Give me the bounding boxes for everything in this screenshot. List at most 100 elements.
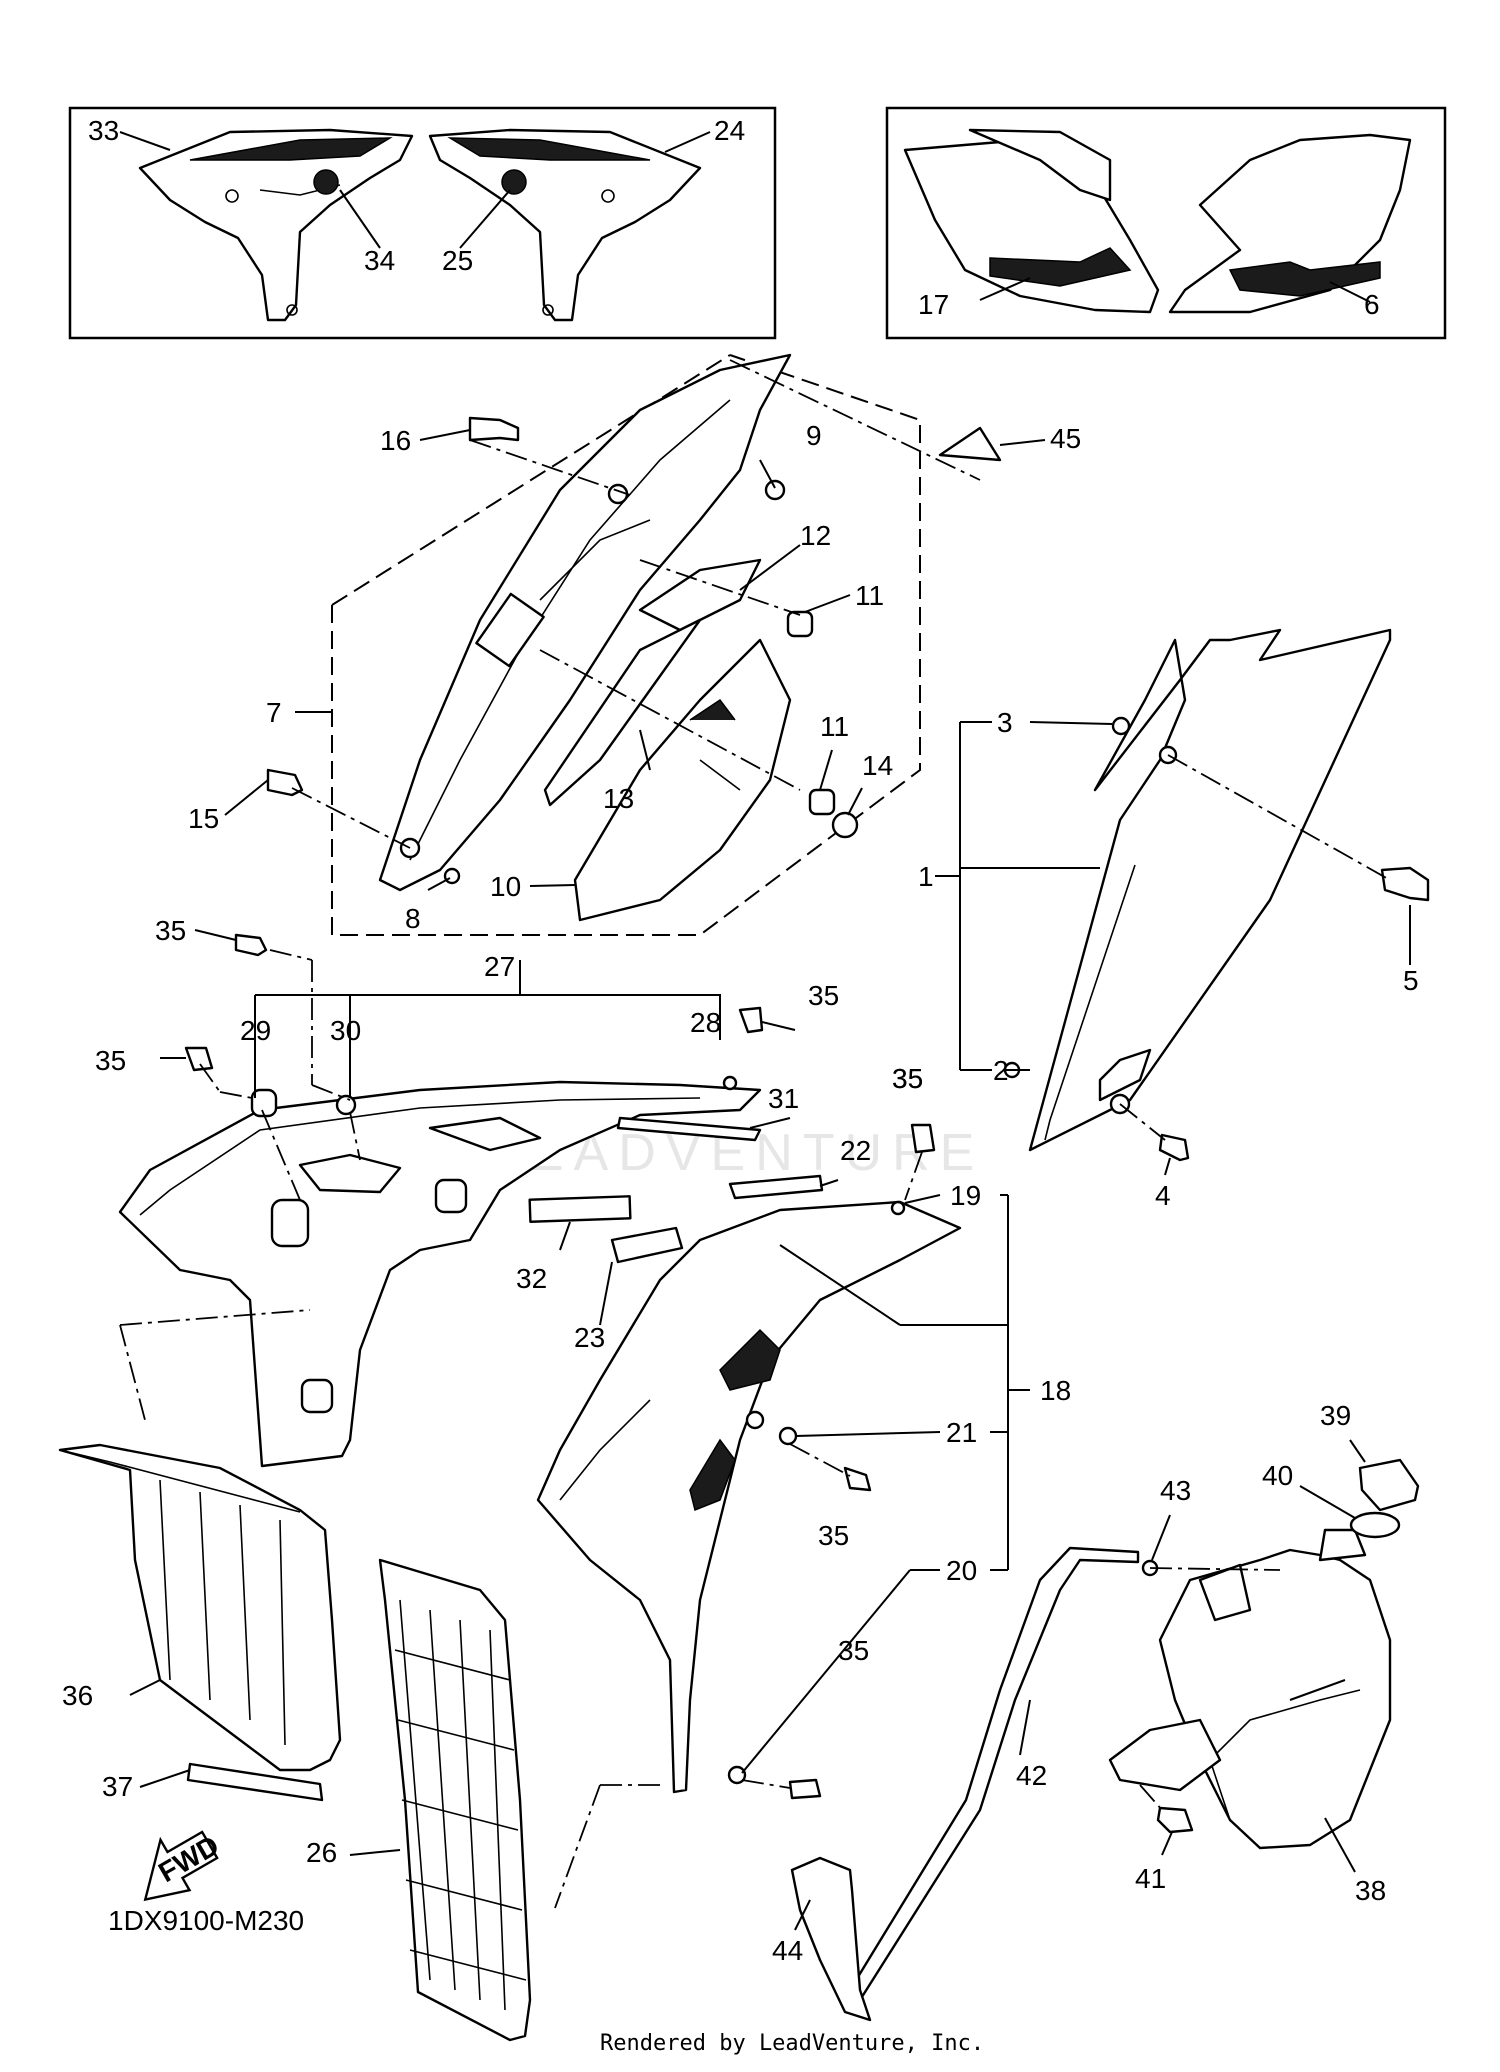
part-22-strip[interactable] xyxy=(728,1174,824,1200)
callout-40: 40 xyxy=(1262,1460,1293,1491)
part-20-washer[interactable] xyxy=(727,1765,747,1785)
callout-44: 44 xyxy=(772,1935,803,1966)
fwd-arrow-icon: FWD xyxy=(143,1829,224,1902)
callout-34: 34 xyxy=(364,245,395,276)
callout-21: 21 xyxy=(946,1417,977,1448)
part-35-bolt-f[interactable] xyxy=(788,1778,822,1800)
part-1-side-cover[interactable] xyxy=(1028,628,1392,1152)
callout-42: 42 xyxy=(1016,1760,1047,1791)
callout-8: 8 xyxy=(405,903,421,934)
part-7-side-cover-assembly[interactable] xyxy=(331,353,921,936)
part-13-strip[interactable] xyxy=(543,618,702,807)
part-38-tank[interactable] xyxy=(1108,1528,1392,1850)
callout-17: 17 xyxy=(918,289,949,320)
callout-35: 35 xyxy=(808,980,839,1011)
part-35-bolt-e[interactable] xyxy=(843,1466,872,1492)
part-21-collar[interactable] xyxy=(778,1426,798,1446)
callout-24: 24 xyxy=(714,115,745,146)
callout-41: 41 xyxy=(1135,1863,1166,1894)
footer-credit: Rendered by LeadVenture, Inc. xyxy=(600,2031,984,2056)
part-42-hose[interactable] xyxy=(848,1546,1140,2002)
part-36-radiator-louver[interactable] xyxy=(58,1443,342,1772)
part-44-clip[interactable] xyxy=(790,1856,872,2022)
callout-4: 4 xyxy=(1155,1180,1171,1211)
callout-28: 28 xyxy=(690,1007,721,1038)
part-6-side-graphic-right[interactable] xyxy=(1168,133,1412,314)
part-31-strip[interactable] xyxy=(616,1116,762,1142)
part-33-shroud-graphic-left[interactable] xyxy=(138,128,414,322)
callout-35: 35 xyxy=(818,1520,849,1551)
callout-19: 19 xyxy=(950,1180,981,1211)
callout-36: 36 xyxy=(62,1680,93,1711)
callout-35: 35 xyxy=(892,1063,923,1094)
callout-2: 2 xyxy=(993,1055,1009,1086)
part-11-grommet-a[interactable] xyxy=(786,610,814,638)
callout-9: 9 xyxy=(806,420,822,451)
part-45-label[interactable] xyxy=(938,426,1002,462)
part-5-bolt[interactable] xyxy=(1380,866,1430,902)
callout-11: 11 xyxy=(820,711,849,742)
callout-3: 3 xyxy=(997,707,1013,738)
callout-10: 10 xyxy=(490,871,521,902)
callout-30: 30 xyxy=(330,1015,361,1046)
part-30-collar[interactable] xyxy=(335,1094,357,1116)
part-8-washer[interactable] xyxy=(443,867,461,885)
part-25-emblem-right[interactable] xyxy=(501,169,527,195)
callout-35: 35 xyxy=(95,1045,126,1076)
callout-5: 5 xyxy=(1403,965,1419,996)
part-32-strip[interactable] xyxy=(528,1195,632,1223)
part-40-gasket[interactable] xyxy=(1349,1511,1401,1539)
callout-33: 33 xyxy=(88,115,119,146)
callout-32: 32 xyxy=(516,1263,547,1294)
part-9-washer[interactable] xyxy=(764,479,786,501)
part-35-bolt-b[interactable] xyxy=(184,1046,214,1072)
inset-shroud-graphics: 33 24 34 25 xyxy=(68,106,777,340)
part-17-side-graphic-left[interactable] xyxy=(903,128,1160,314)
callout-37: 37 xyxy=(102,1771,133,1802)
part-14-cap[interactable] xyxy=(831,811,859,839)
callout-18: 18 xyxy=(1040,1375,1071,1406)
fwd-label: FWD xyxy=(153,1829,224,1888)
callout-13: 13 xyxy=(603,783,634,814)
callout-35: 35 xyxy=(838,1635,869,1666)
callout-35: 35 xyxy=(155,915,186,946)
part-26-radiator-guard[interactable] xyxy=(378,1558,532,2042)
callout-39: 39 xyxy=(1320,1400,1351,1431)
part-24-shroud-graphic-right[interactable] xyxy=(428,128,702,322)
callout-14: 14 xyxy=(862,750,893,781)
part-11-grommet-b[interactable] xyxy=(808,788,836,816)
callout-31: 31 xyxy=(768,1083,799,1114)
callout-15: 15 xyxy=(188,803,219,834)
callout-35: 35 xyxy=(892,1063,923,1094)
part-35-bolt-a[interactable] xyxy=(234,933,268,957)
part-39-cap[interactable] xyxy=(1358,1458,1420,1512)
callout-20: 20 xyxy=(946,1555,977,1586)
callout-26: 26 xyxy=(306,1837,337,1868)
part-35-bolt-d[interactable] xyxy=(910,1123,936,1154)
callout-6: 6 xyxy=(1364,289,1380,320)
part-3-washer[interactable] xyxy=(1111,716,1131,736)
callout-38: 38 xyxy=(1355,1875,1386,1906)
callout-43: 43 xyxy=(1160,1475,1191,1506)
part-4-bolt[interactable] xyxy=(1158,1133,1190,1162)
callout-23: 23 xyxy=(574,1322,605,1353)
part-18-shroud-right[interactable] xyxy=(536,1200,962,1794)
part-23-seal[interactable] xyxy=(610,1226,684,1264)
diagram-code: 1DX9100-M230 xyxy=(108,1905,304,1936)
callout-11: 11 xyxy=(855,580,884,611)
part-19-washer[interactable] xyxy=(890,1200,906,1216)
part-28-washer[interactable] xyxy=(722,1075,738,1091)
part-35-bolt-c[interactable] xyxy=(738,1006,764,1034)
callout-7: 7 xyxy=(266,697,282,728)
part-41-bolt[interactable] xyxy=(1156,1806,1194,1834)
part-27-shroud-left[interactable] xyxy=(118,1080,762,1468)
part-10-number-plate[interactable] xyxy=(573,638,792,922)
callout-29: 29 xyxy=(240,1015,271,1046)
callout-12: 12 xyxy=(800,520,831,551)
part-37-strip[interactable] xyxy=(186,1762,324,1802)
part-34-emblem-left[interactable] xyxy=(313,169,339,195)
part-16-bolt[interactable] xyxy=(468,416,520,442)
callout-27: 27 xyxy=(484,951,515,982)
callout-16: 16 xyxy=(380,425,411,456)
